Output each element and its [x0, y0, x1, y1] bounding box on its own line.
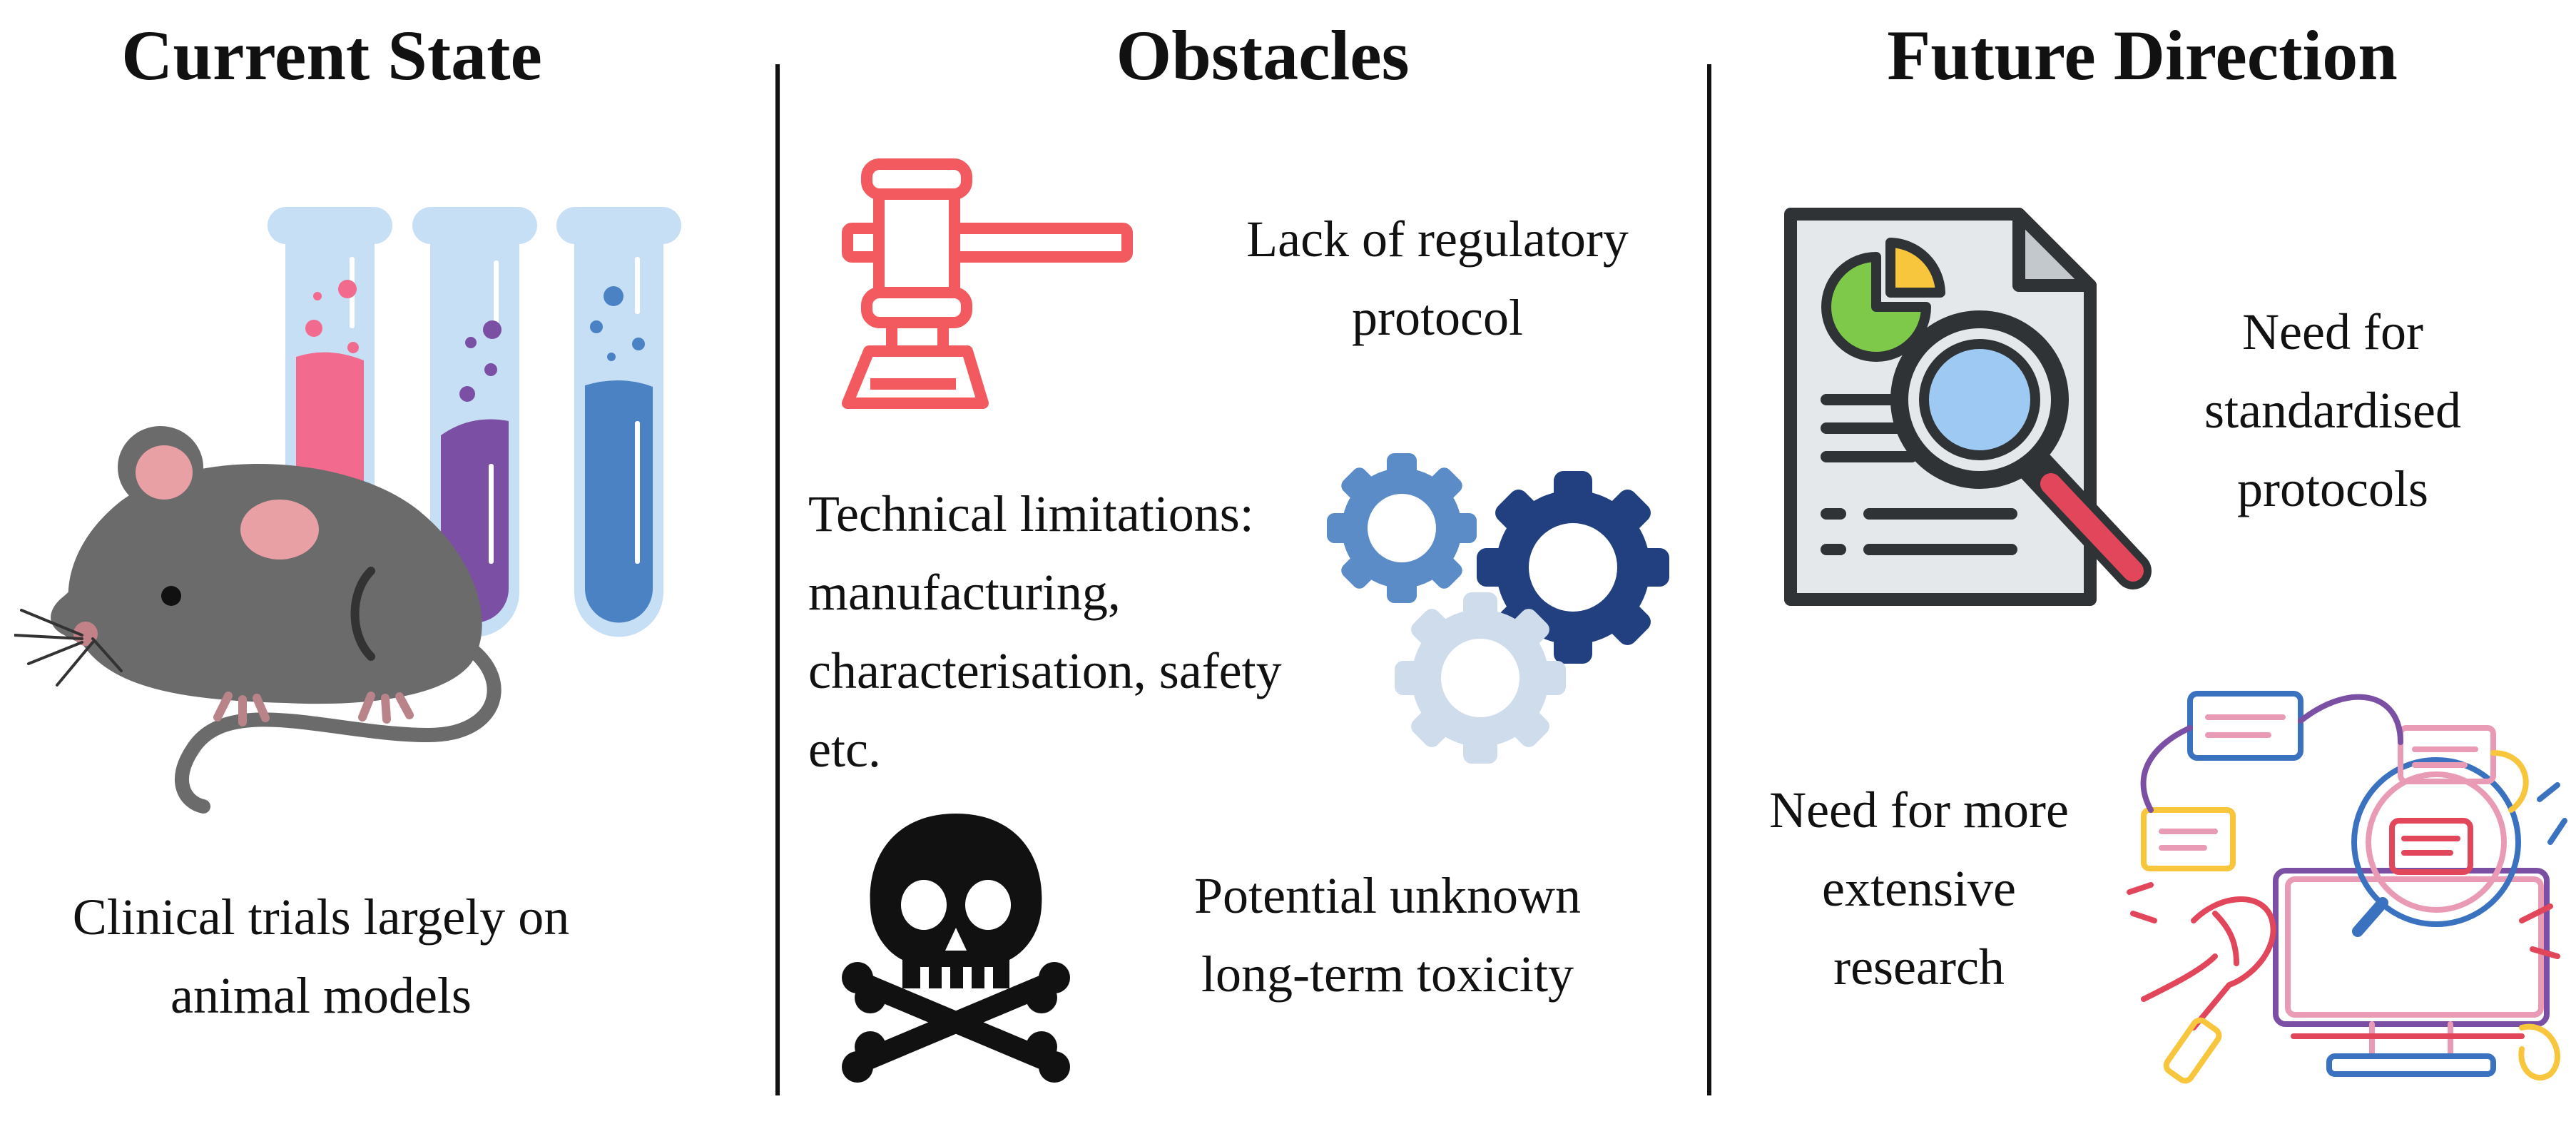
- gavel-icon: [842, 158, 1133, 409]
- research-text-line: extensive: [1822, 860, 2016, 917]
- current-state-caption-line: animal models: [170, 967, 472, 1024]
- divider-right: [1707, 64, 1711, 1095]
- regulatory-text-line: Lack of regulatory: [1246, 211, 1629, 268]
- toxicity-text-line: Potential unknown: [1194, 867, 1581, 924]
- extensive-research-text: Need for more extensive research: [1734, 771, 2104, 1006]
- heading-current-state: Current State: [121, 16, 542, 95]
- technical-text-line: characterisation, safety: [808, 642, 1282, 699]
- protocols-text-line: Need for: [2242, 303, 2423, 360]
- technical-text-line: Technical limitations:: [808, 485, 1254, 542]
- toxicity-text: Potential unknown long-term toxicity: [1127, 856, 1648, 1013]
- research-text-line: research: [1833, 938, 2005, 996]
- current-state-caption: Clinical trials largely on animal models: [0, 878, 642, 1035]
- skull-crossbones-icon: [842, 814, 1070, 1083]
- technical-text-line: manufacturing,: [808, 564, 1121, 621]
- toxicity-text-line: long-term toxicity: [1201, 946, 1574, 1003]
- regulatory-text: Lack of regulatory protocol: [1188, 200, 1687, 357]
- protocols-text-line: standardised: [2204, 382, 2461, 439]
- protocols-text-line: protocols: [2237, 460, 2428, 517]
- gears-icon: [1327, 453, 1669, 764]
- research-text-line: Need for more: [1769, 781, 2069, 839]
- report-magnifier-icon: [1784, 208, 2152, 606]
- current-state-caption-line: Clinical trials largely on: [72, 888, 570, 946]
- standardised-protocols-text: Need for standardised protocols: [2154, 293, 2511, 528]
- research-doodle-icon: [2127, 691, 2567, 1084]
- divider-left: [775, 64, 780, 1095]
- heading-obstacles: Obstacles: [1116, 16, 1410, 95]
- regulatory-text-line: protocol: [1352, 289, 1523, 346]
- mouse-icon: [14, 426, 502, 814]
- heading-future-direction: Future Direction: [1887, 16, 2398, 95]
- technical-limitations-text: Technical limitations: manufacturing, ch…: [808, 475, 1450, 789]
- technical-text-line: etc.: [808, 721, 881, 778]
